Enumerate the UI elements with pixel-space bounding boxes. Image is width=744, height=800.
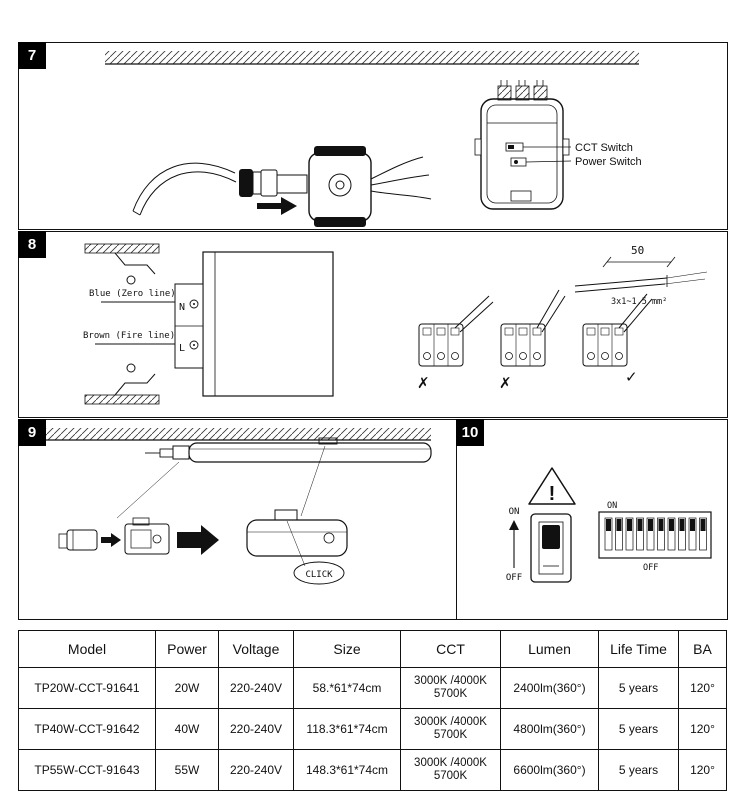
panel-7-number: 7	[18, 42, 46, 69]
cell-ba: 120°	[678, 667, 727, 709]
cell-cct: 3000K /4000K 5700K	[400, 749, 501, 791]
spec-table-wrap: Model Power Voltage Size CCT Lumen Life …	[18, 630, 727, 791]
cell-voltage: 220-240V	[218, 749, 294, 791]
strip-length-value: 50	[631, 244, 644, 257]
ceiling-hatch	[105, 51, 639, 65]
power-switch-icon	[510, 157, 572, 167]
light-fixture	[145, 437, 432, 463]
panel-9-number: 9	[18, 419, 46, 446]
header-cct: CCT	[400, 630, 501, 668]
cct-switch-label: CCT Switch	[575, 142, 633, 154]
warning-triangle-icon	[528, 467, 576, 505]
power-cable	[132, 162, 237, 216]
cell-power: 55W	[155, 749, 219, 791]
dip-off-label: OFF	[643, 563, 658, 573]
neutral-terminal-label: N	[179, 302, 185, 313]
cell-model: TP40W-CCT-91642	[18, 708, 156, 750]
clip-detail	[246, 509, 348, 585]
panel-divider	[456, 420, 457, 619]
header-lumen: Lumen	[500, 630, 599, 668]
power-rocker-switch	[530, 513, 572, 583]
cell-model: TP55W-CCT-91643	[18, 749, 156, 791]
panel-9-10: CLICK ! ON OFF	[18, 419, 728, 620]
mounting-bracket-bottom	[84, 363, 160, 405]
input-wires	[95, 301, 175, 345]
cct-switch-icon	[505, 142, 571, 152]
cell-size: 148.3*61*74cm	[293, 749, 401, 791]
cell-cct: 3000K /4000K 5700K	[400, 667, 501, 709]
panel-7-diagram: CCT Switch Power Switch	[105, 51, 642, 227]
power-switch-label: Power Switch	[575, 156, 642, 168]
dip-switch-bank	[598, 511, 712, 559]
table-row: TP55W-CCT-91643 55W 220-240V 148.3*61*74…	[18, 749, 727, 791]
header-lifetime: Life Time	[598, 630, 679, 668]
cell-ba: 120°	[678, 708, 727, 750]
mounting-bracket-top	[84, 243, 160, 285]
terminal-pins-icon	[497, 80, 548, 101]
panel-10-number: 10	[456, 419, 484, 446]
cell-lifetime: 5 years	[598, 708, 679, 750]
cable-spec-label: 3x1~1.5 mm²	[611, 297, 667, 307]
spec-table: Model Power Voltage Size CCT Lumen Life …	[18, 630, 727, 791]
panel-8-number: 8	[18, 231, 46, 258]
dip-on-label: ON	[607, 501, 617, 511]
ceiling-hatch	[45, 428, 431, 441]
cell-voltage: 220-240V	[218, 708, 294, 750]
table-header-row: Model Power Voltage Size CCT Lumen Life …	[18, 630, 727, 668]
cell-lumen: 6600lm(360°)	[500, 749, 599, 791]
connector-detail: CCT Switch Power Switch	[474, 80, 642, 210]
up-arrow-icon	[509, 520, 519, 568]
off-label: OFF	[506, 573, 522, 583]
check-icon: ✓	[625, 368, 638, 386]
click-label: CLICK	[305, 570, 333, 580]
wiring-example-2	[500, 289, 566, 367]
cell-lumen: 4800lm(360°)	[500, 708, 599, 750]
panel-10-diagram: ! ON OFF	[506, 467, 712, 583]
leader-lines	[116, 445, 326, 519]
cell-ba: 120°	[678, 749, 727, 791]
on-label: ON	[509, 507, 520, 517]
driver-body	[202, 251, 334, 397]
wiring-example-3	[582, 293, 653, 367]
push-arrow-icon	[177, 525, 219, 555]
cell-power: 40W	[155, 708, 219, 750]
brown-wire-label: Brown (Fire line)	[83, 331, 175, 341]
strip-length-dimension	[602, 256, 676, 268]
cell-lifetime: 5 years	[598, 667, 679, 709]
cell-power: 20W	[155, 667, 219, 709]
insert-arrow-icon	[257, 197, 297, 215]
header-model: Model	[18, 630, 156, 668]
terminal-block: N L	[174, 283, 204, 369]
cell-size: 118.3*61*74cm	[293, 708, 401, 750]
table-row: TP40W-CCT-91642 40W 220-240V 118.3*61*74…	[18, 708, 727, 750]
cell-model: TP20W-CCT-91641	[18, 667, 156, 709]
blue-wire-label: Blue (Zero line)	[89, 289, 176, 299]
table-row: TP20W-CCT-91641 20W 220-240V 58.*61*74cm…	[18, 667, 727, 709]
header-voltage: Voltage	[218, 630, 294, 668]
cell-size: 58.*61*74cm	[293, 667, 401, 709]
header-ba: BA	[678, 630, 727, 668]
header-power: Power	[155, 630, 219, 668]
connector-port	[510, 190, 532, 202]
header-size: Size	[293, 630, 401, 668]
cell-voltage: 220-240V	[218, 667, 294, 709]
junction-box	[308, 146, 432, 227]
panel-9-diagram: CLICK	[45, 428, 432, 585]
warning-exclamation: !	[549, 483, 556, 505]
cross-icon: ✗	[417, 374, 430, 392]
cell-lifetime: 5 years	[598, 749, 679, 791]
wiring-example-1	[418, 295, 494, 367]
live-terminal-label: L	[179, 343, 185, 354]
cross-icon: ✗	[499, 374, 512, 392]
cell-lumen: 2400lm(360°)	[500, 667, 599, 709]
panel-8: 8	[18, 231, 728, 418]
cable-spec-drawing	[574, 271, 708, 293]
cell-cct: 3000K /4000K 5700K	[400, 708, 501, 750]
panel-8-diagram: N L Blue (Zero line) Brown (Fire line) 5…	[83, 243, 708, 405]
panel-7: 7	[18, 42, 728, 230]
cable-gland	[239, 169, 308, 197]
connector-detail	[58, 517, 170, 555]
